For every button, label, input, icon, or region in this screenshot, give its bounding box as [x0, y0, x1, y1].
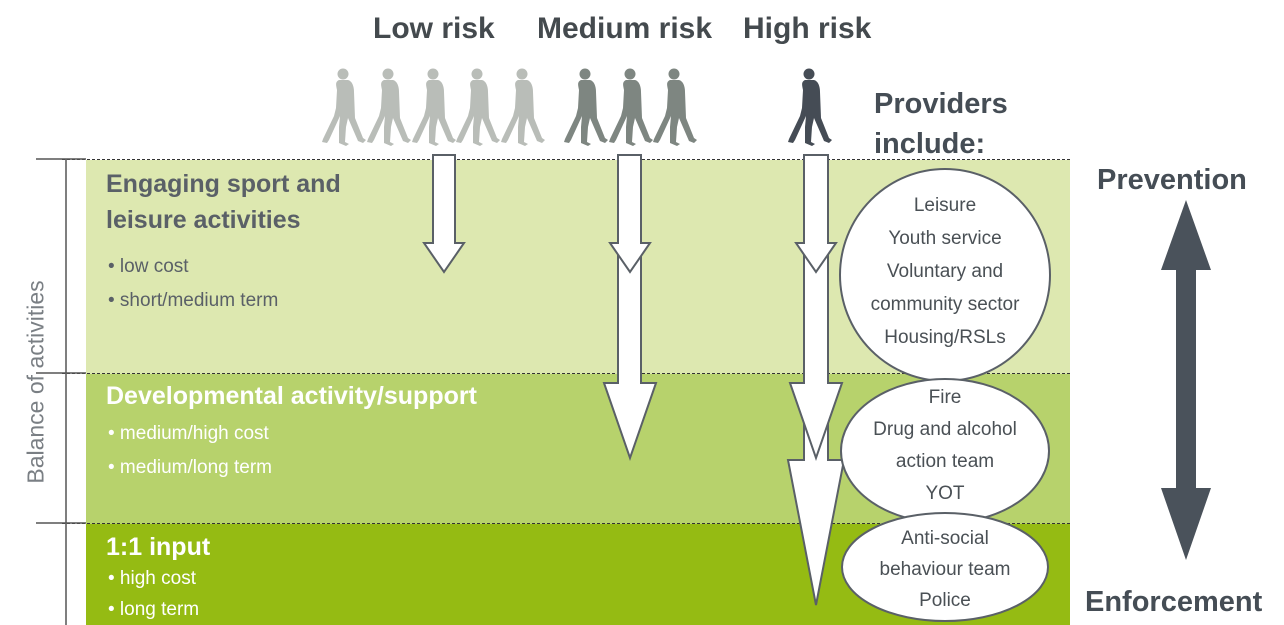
walking-person-icon: [788, 68, 832, 146]
risk-label-low: Low risk: [373, 12, 495, 45]
band-bullets-one-to-one: • high cost • long term: [108, 568, 200, 620]
band-title-one-to-one: 1:1 input: [106, 533, 211, 561]
double-headed-arrow-icon: [1161, 200, 1211, 560]
band-title-developmental: Developmental activity/support: [106, 382, 477, 410]
band-bullets-engaging: • low cost • short/medium term: [108, 256, 279, 311]
divider-top: [62, 159, 1070, 160]
balance-of-activities-label: Balance of activities: [22, 280, 49, 484]
enforcement-label: Enforcement: [1085, 586, 1263, 618]
providers-heading: Providers include:: [874, 88, 1008, 160]
walking-person-icon: [564, 68, 697, 146]
provider-oval-bottom: [841, 512, 1049, 622]
providers-group-2: Fire Drug and alcohol action team YOT: [873, 387, 1017, 504]
risk-label-medium: Medium risk: [537, 12, 713, 45]
divider-middle: [62, 373, 1070, 374]
providers-group-3: Anti-social behaviour team Police: [879, 528, 1011, 611]
risk-label-high: High risk: [743, 12, 872, 45]
down-arrow-icon: [794, 154, 838, 274]
providers-group-1: Leisure Youth service Voluntary and comm…: [870, 195, 1020, 348]
down-arrow-icon: [608, 154, 652, 274]
prevention-label: Prevention: [1097, 164, 1247, 196]
balance-bracket: [36, 158, 86, 625]
band-bullets-developmental: • medium/high cost • medium/long term: [108, 423, 272, 478]
down-arrow-icon: [422, 154, 466, 274]
band-title-engaging: Engaging sport and leisure activities: [106, 170, 341, 234]
divider-bottom: [62, 523, 1070, 524]
walking-person-icon: [322, 68, 545, 146]
